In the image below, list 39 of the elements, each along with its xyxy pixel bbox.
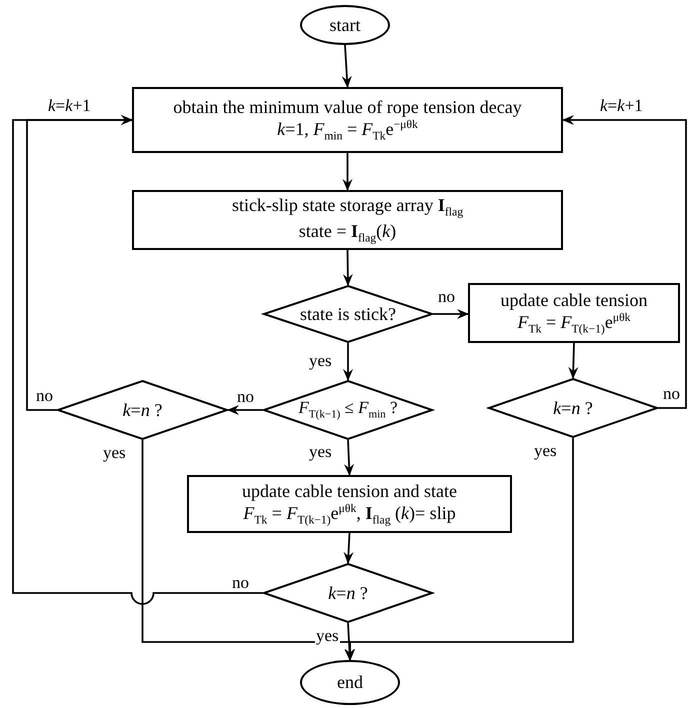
- node-title: k=n ?: [553, 396, 593, 420]
- arrow: [344, 532, 354, 564]
- process-box: [468, 283, 680, 343]
- arrow: [342, 153, 352, 191]
- arrow: [345, 438, 574, 661]
- node-title: k=n ?: [122, 398, 162, 422]
- node-title: k=n ?: [328, 582, 368, 604]
- counter-label: k=k+1: [600, 97, 643, 114]
- formula-text: state = I$_{flag}$(k): [298, 220, 396, 246]
- node-title: F$_{T(k−1)}$ ≤ F$_{min}$ ?: [298, 397, 398, 423]
- arrow: [344, 622, 354, 661]
- decision-diamond: [488, 378, 658, 438]
- node-title: stick-slip state storage array I$_{flag}$: [232, 194, 464, 220]
- arrow: [344, 440, 354, 476]
- decision-diamond: [263, 380, 433, 440]
- node-title: end: [337, 671, 363, 694]
- process-box: [132, 87, 563, 153]
- formula-text: k=1, F$_{min}$ = F$_{Tk}$e$^{−μθk}$: [277, 118, 418, 144]
- arrow: [227, 405, 263, 415]
- process-box: [187, 475, 512, 533]
- process-box: [132, 190, 563, 250]
- arrow: [562, 115, 687, 409]
- arrow: [343, 343, 353, 381]
- decision-diamond: [263, 563, 433, 623]
- decision-diamond: [57, 380, 228, 440]
- arrow: [342, 44, 352, 88]
- node-title: update cable tension and state: [242, 480, 457, 502]
- node-title: start: [330, 14, 360, 36]
- arrow: [433, 309, 469, 319]
- node-title: obtain the minimum value of rope tension decay: [173, 96, 522, 118]
- arrow: [568, 342, 578, 379]
- formula-text: F$_{Tk}$ = F$_{T(k−1)}$e$^{μθk}$: [517, 311, 631, 338]
- node-title: update cable tension: [500, 288, 648, 312]
- arrow: [12, 115, 263, 605]
- arrow: [342, 250, 353, 286]
- decision-diamond: [263, 285, 433, 343]
- node-title: state is stick?: [300, 302, 396, 326]
- formula-text: F$_{Tk}$ = F$_{T(k−1)}$e$^{μθk}$, I$_{flag}$ (k)= slip: [243, 502, 456, 528]
- counter-label: k=k+1: [48, 97, 91, 114]
